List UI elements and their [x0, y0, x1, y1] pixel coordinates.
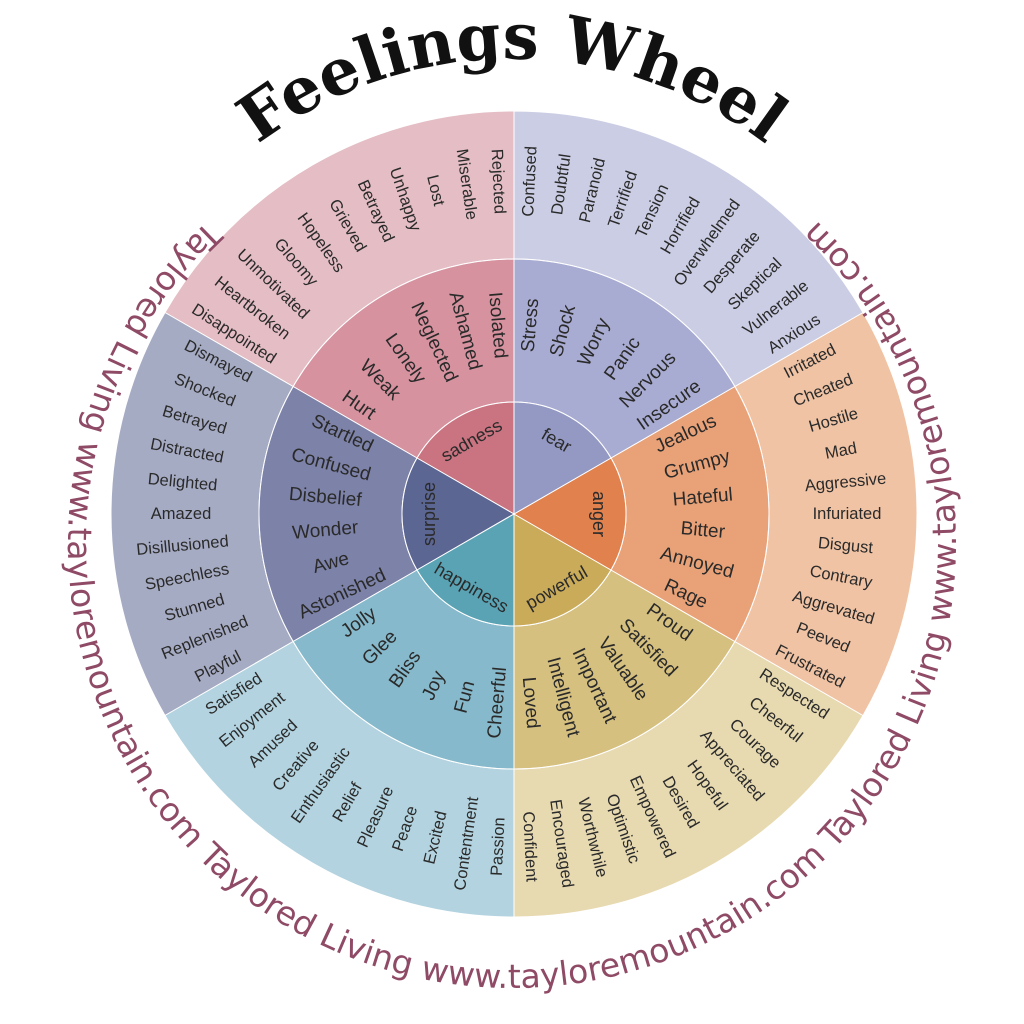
outer-emotion-label: Disgust — [817, 534, 874, 557]
core-label-anger: anger — [589, 491, 609, 537]
wheel-segments — [110, 110, 918, 918]
middle-emotion-label: Hateful — [672, 484, 734, 510]
middle-emotion-label: Stress — [518, 297, 544, 352]
outer-emotion-label: Confused — [519, 146, 540, 217]
ring-divider — [258, 258, 770, 770]
middle-emotion-label: Bitter — [680, 518, 727, 543]
core-label-surprise: surprise — [419, 482, 439, 546]
middle-emotion-label: Loved — [518, 676, 543, 729]
outer-emotion-label: Rejected — [488, 148, 509, 214]
outer-emotion-label: Infuriated — [813, 505, 882, 523]
outer-emotion-label: Amazed — [151, 505, 212, 523]
ring-divider — [401, 401, 627, 627]
outer-emotion-label: Mad — [824, 439, 859, 463]
outer-emotion-label: Passion — [488, 817, 509, 876]
outer-emotion-label: Confident — [519, 811, 540, 883]
